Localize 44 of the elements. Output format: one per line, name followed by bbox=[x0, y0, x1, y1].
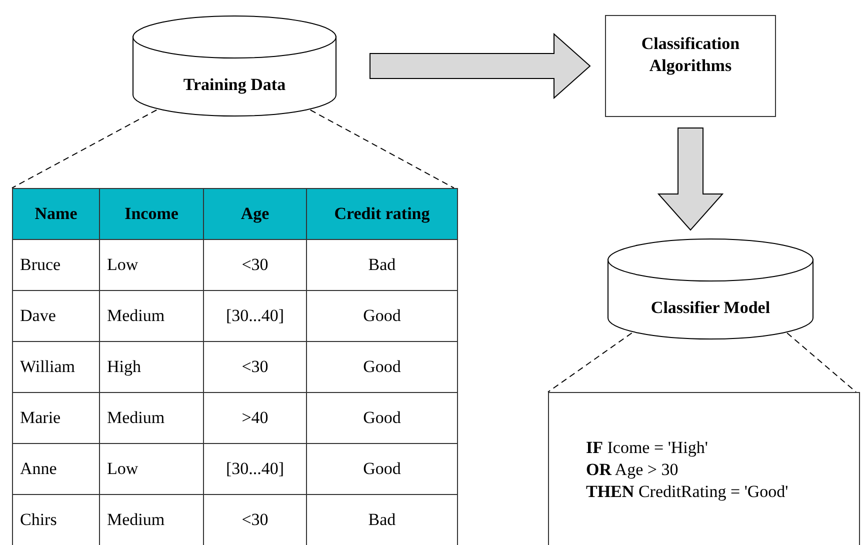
table-cell: Low bbox=[100, 240, 204, 291]
dashed-leader-line bbox=[310, 110, 454, 188]
dashed-leader-line bbox=[786, 332, 856, 392]
rule-text: IF Icome = 'High' bbox=[586, 437, 708, 459]
table-cell: Good bbox=[307, 444, 458, 495]
node-label: Classifier Model bbox=[650, 297, 770, 320]
table-cell: Good bbox=[307, 342, 458, 393]
table-cell: <30 bbox=[204, 495, 307, 545]
table-cell: Low bbox=[100, 444, 204, 495]
table-cell: Anne bbox=[12, 444, 100, 495]
data-table bbox=[12, 188, 458, 545]
table-cell: <30 bbox=[204, 240, 307, 291]
table-cell: Dave bbox=[12, 291, 100, 342]
table-cell: Bad bbox=[307, 240, 458, 291]
block-arrow bbox=[370, 32, 591, 100]
table-cell: Bad bbox=[307, 495, 458, 545]
table-cell: Good bbox=[307, 393, 458, 444]
table-cell: Medium bbox=[100, 495, 204, 545]
rule-text: OR Age > 30 bbox=[586, 459, 678, 481]
block-arrow bbox=[657, 128, 724, 231]
table-cell: Bruce bbox=[12, 240, 100, 291]
node-label: Training Data bbox=[183, 74, 286, 96]
dashed-leader-line bbox=[548, 332, 632, 392]
table-cell: Marie bbox=[12, 393, 100, 444]
column-header-cell: Income bbox=[100, 188, 204, 240]
column-header-cell: Name bbox=[12, 188, 100, 240]
table-cell: <30 bbox=[204, 342, 307, 393]
table-cell: William bbox=[12, 342, 100, 393]
table-cell: Medium bbox=[100, 291, 204, 342]
database-cylinder bbox=[607, 238, 814, 340]
column-header-cell: Age bbox=[204, 188, 307, 240]
database-cylinder bbox=[132, 15, 337, 117]
table-cell: [30...40] bbox=[204, 291, 307, 342]
table-cell: [30...40] bbox=[204, 444, 307, 495]
process-box bbox=[605, 15, 776, 117]
table-cell: >40 bbox=[204, 393, 307, 444]
dashed-leader-line bbox=[12, 110, 158, 188]
table-cell: Chirs bbox=[12, 495, 100, 545]
table-cell: High bbox=[100, 342, 204, 393]
column-header-cell: Credit rating bbox=[307, 188, 458, 240]
rule-text: THEN CreditRating = 'Good' bbox=[586, 481, 788, 503]
table-cell: Good bbox=[307, 291, 458, 342]
node-label: Classification Algorithms bbox=[640, 33, 741, 77]
table-cell: Medium bbox=[100, 393, 204, 444]
